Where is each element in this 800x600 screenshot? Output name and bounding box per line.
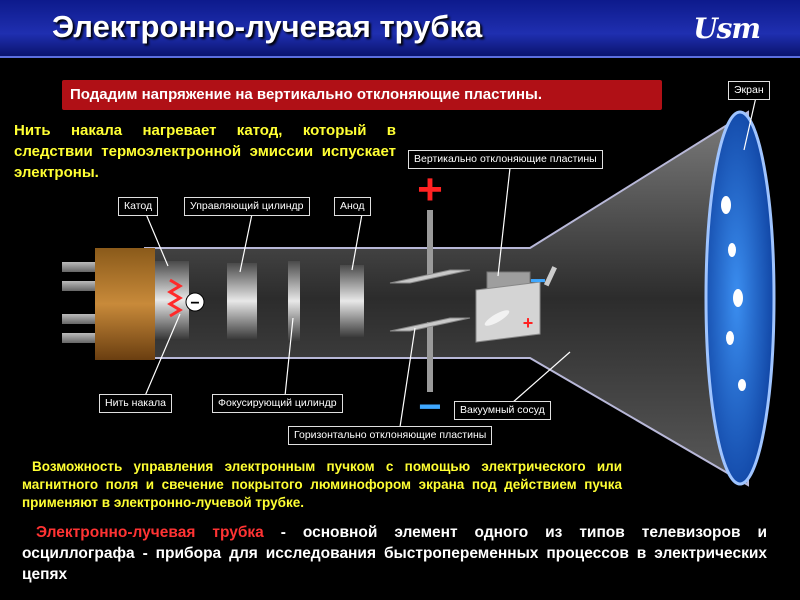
beam-spot — [484, 310, 510, 326]
plate-plus-sign: + — [523, 313, 534, 333]
label-cathode: Катод — [118, 197, 159, 216]
electron-sign: − — [190, 295, 199, 312]
bottom-minus-sign: − — [418, 385, 441, 429]
label-vacuum-vessel: Вакуумный сосуд — [454, 401, 551, 420]
feature-text: Возможность управления электронным пучко… — [22, 459, 622, 510]
conclusion-text: Электронно-лучевая трубка - основной эле… — [22, 522, 767, 585]
focusing-cylinder-shape — [227, 263, 257, 339]
conclusion-highlight: Электронно-лучевая трубка — [36, 524, 264, 541]
label-filament: Нить накала — [99, 394, 172, 413]
label-vertical-plates: Вертикально отклоняющие пластины — [408, 150, 603, 169]
base-pins — [62, 262, 98, 343]
tube-base — [95, 248, 155, 360]
leader-lines — [144, 96, 757, 428]
top-plus-sign: + — [417, 165, 443, 214]
beam-wire — [543, 266, 557, 287]
plate-bottom-wire — [427, 322, 433, 392]
label-horizontal-plates: Горизонтально отклоняющие пластины — [288, 426, 493, 445]
page-title: Электронно-лучевая трубка — [52, 9, 483, 44]
screen-dots — [721, 196, 746, 391]
filament-coil — [167, 278, 183, 318]
focusing-cylinder-2-shape — [288, 261, 300, 341]
instruction-banner: Подадим напряжение на вертикально отклон… — [62, 80, 662, 110]
conclusion-body: - основной элемент одного из типов телев… — [22, 524, 767, 583]
logo: Usm — [693, 12, 761, 45]
electron-icon — [185, 292, 205, 312]
label-control-cylinder: Управляющий цилиндр — [184, 197, 310, 216]
label-anode: Анод — [334, 197, 371, 216]
plate-top-wire — [427, 210, 433, 278]
instruction-text: Подадим напряжение на вертикально отклон… — [70, 86, 543, 103]
intro-text: Нить накала нагревает катод, который в с… — [14, 122, 396, 181]
label-screen: Экран — [728, 81, 770, 100]
label-focusing-cylinder: Фокусирующий цилиндр — [212, 394, 343, 413]
plate-minus-sign: − — [530, 265, 546, 296]
vertical-plate-bottom — [389, 317, 471, 332]
vertical-plate-top — [389, 269, 471, 284]
header-bar: Электронно-лучевая трубка Usm — [0, 0, 800, 58]
cathode-shape — [155, 261, 189, 339]
anode-shape — [340, 265, 364, 337]
